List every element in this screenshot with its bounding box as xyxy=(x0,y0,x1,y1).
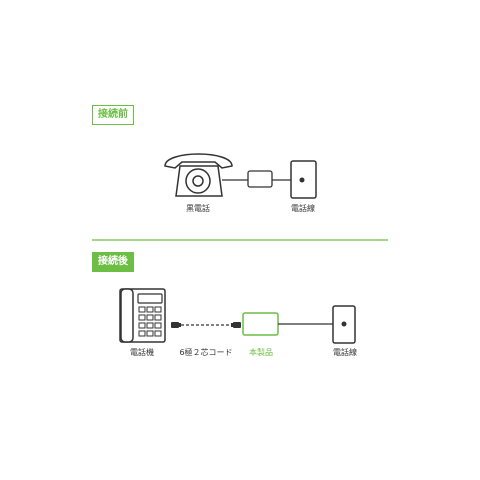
product-adapter xyxy=(242,312,279,336)
modular-plug-icon xyxy=(231,322,241,328)
before-phone-label: 黒電話 xyxy=(186,204,210,213)
rotary-phone-icon xyxy=(164,153,233,197)
modular-plug-icon xyxy=(171,322,181,328)
product-label: 本製品 xyxy=(249,348,273,357)
after-phone-label: 電話機 xyxy=(130,348,154,357)
keypad-icon xyxy=(138,306,162,337)
after-line-label: 電話線 xyxy=(333,348,357,357)
wall-jack-icon xyxy=(332,305,356,344)
cord-label: 6極２芯コード xyxy=(179,348,233,357)
before-line-label: 電話線 xyxy=(291,204,315,213)
wall-jack-icon xyxy=(290,160,317,199)
before-adapter xyxy=(247,170,273,188)
badge-before: 接続前 xyxy=(92,105,134,125)
badge-after: 接続後 xyxy=(92,252,134,272)
